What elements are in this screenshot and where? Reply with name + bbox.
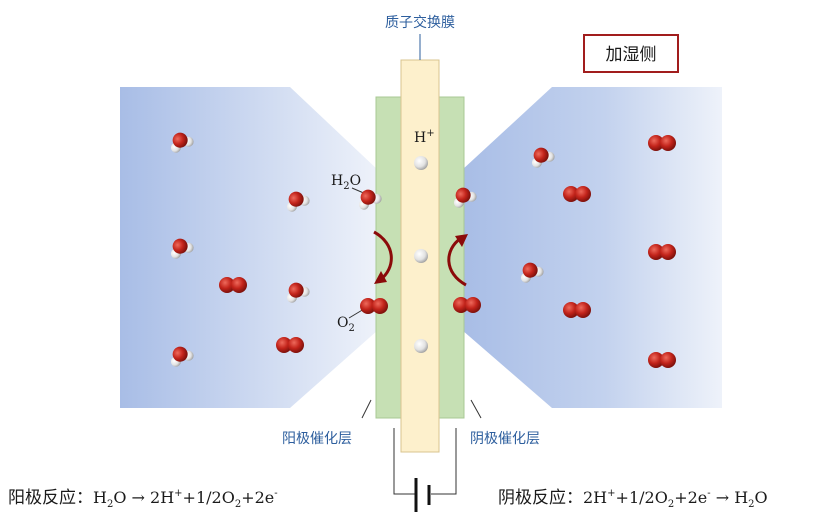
cathode-gas-region: [462, 87, 722, 408]
water-molecule: [286, 191, 310, 212]
anode-reaction-equation: 阳极反应：H2O → 2H++1/2O2+2e-: [8, 488, 278, 510]
oxygen-molecule: [453, 297, 481, 313]
oxygen-molecule: [648, 244, 676, 260]
humidification-side-label: 加湿侧: [606, 45, 657, 65]
water-molecule: [531, 147, 555, 168]
anode-reaction-arrow: [373, 230, 393, 282]
oxygen-molecule: [360, 298, 388, 314]
water-molecule: [520, 262, 544, 283]
circuit-wire-right: [431, 428, 457, 495]
oxygen-molecule: [219, 277, 247, 293]
water-molecule: [453, 187, 477, 208]
oxygen-molecule: [563, 186, 591, 202]
circuit-wire-left: [393, 428, 415, 495]
cathode-reaction-arrow: [447, 236, 467, 287]
proton-label: H+: [414, 128, 435, 146]
anode-arrowhead: [374, 271, 387, 284]
water-molecule: [170, 238, 194, 259]
anode-catalyst-label: 阳极催化层: [282, 431, 352, 447]
cathode-catalyst-label: 阴极催化层: [470, 431, 540, 447]
water-molecule: [358, 189, 382, 210]
oxygen-molecule: [563, 302, 591, 318]
cathode-catalyst-pointer: [470, 399, 482, 419]
membrane-label: 质子交换膜: [385, 14, 455, 31]
humidification-side-box: [583, 34, 679, 73]
cathode-arrowhead: [455, 234, 468, 247]
proton-atom: [414, 249, 428, 263]
water-molecule: [170, 132, 194, 153]
oxygen-molecule: [648, 352, 676, 368]
proton-atom: [414, 339, 428, 353]
cathode-reaction-equation: 阴极反应：2H++1/2O2+2e- → H2O: [498, 488, 768, 510]
water-molecule: [170, 346, 194, 367]
oxygen-molecule: [648, 135, 676, 151]
oxygen-molecule: [276, 337, 304, 353]
anode-catalyst-pointer: [361, 399, 372, 419]
anode-gas-region: [120, 87, 378, 408]
water-label: H2O: [331, 173, 361, 192]
oxygen-label: O2: [337, 315, 355, 334]
water-molecule: [286, 282, 310, 303]
proton-atom: [414, 156, 428, 170]
